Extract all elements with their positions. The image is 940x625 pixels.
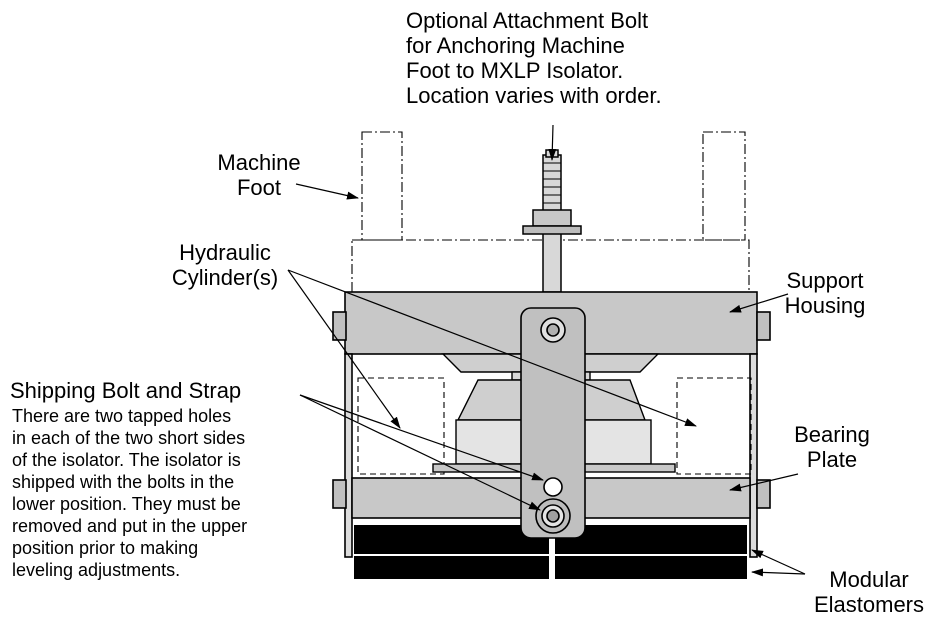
hydraulic-cylinders-label: Hydraulic Cylinder(s) <box>171 240 279 290</box>
shipping-strap <box>520 307 586 539</box>
bearing-plate-label: Bearing Plate <box>794 422 870 472</box>
shipping-bolt-title: Shipping Bolt and Strap <box>10 378 242 403</box>
modular-elastomers-label: Modular Elastomers <box>813 567 925 617</box>
shipping-bolt-description: There are two tapped holes in each of th… <box>12 406 248 580</box>
modular-elastomers <box>354 525 747 579</box>
attachment-bolt-label: Optional Attachment Bolt for Anchoring M… <box>406 8 662 108</box>
hydraulic-cylinders-outline <box>357 377 752 475</box>
machine-foot-label: Machine Foot <box>217 150 301 200</box>
support-housing-label: Support Housing <box>784 268 866 318</box>
leader-lines <box>287 124 806 577</box>
attachment-bolt <box>522 149 582 293</box>
